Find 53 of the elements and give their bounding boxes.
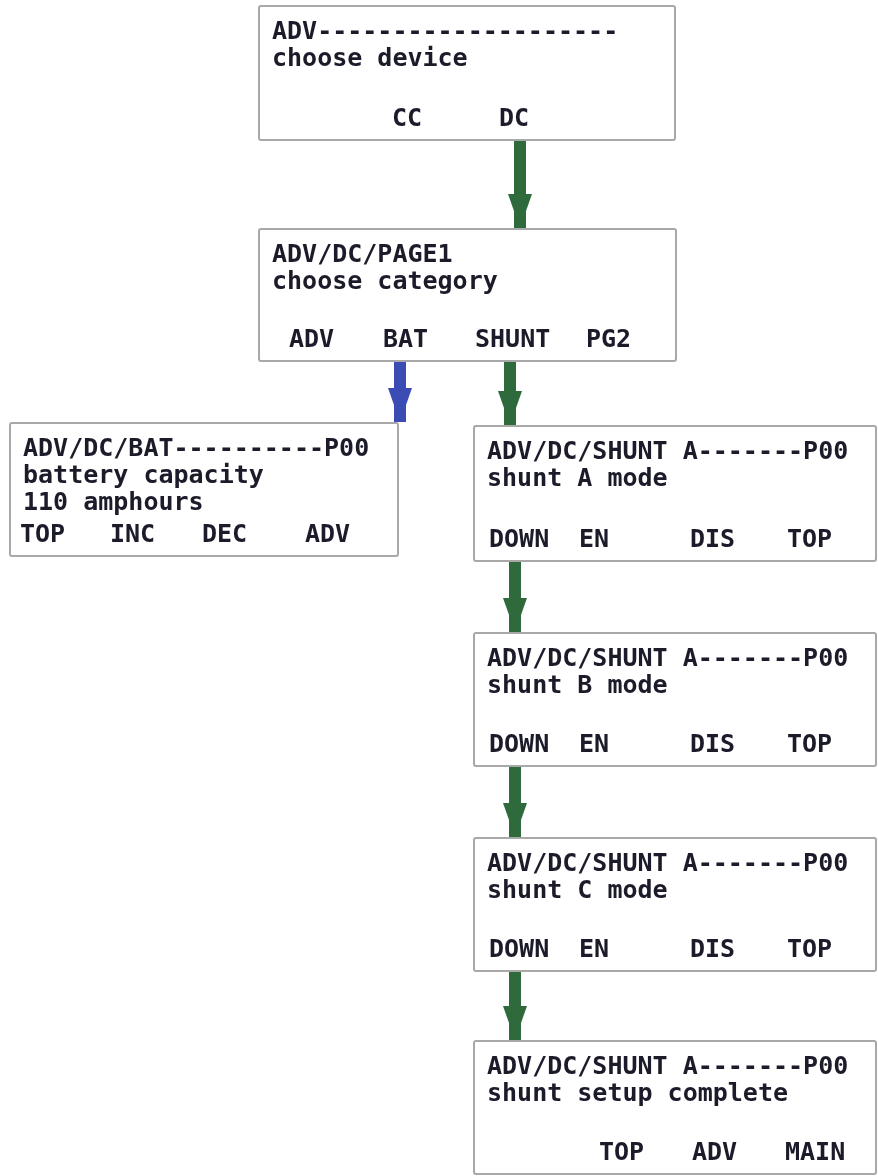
softkey-label: EN [579, 730, 610, 757]
softkey-label: CC [392, 104, 423, 131]
menu-path: ADV/DC/SHUNT A-------P00 [487, 644, 849, 671]
screen-text: shunt C mode [487, 876, 668, 903]
arrow [503, 972, 527, 1040]
softkey-label: INC [110, 520, 156, 547]
screen-text: shunt setup complete [487, 1079, 789, 1106]
lcd-screen-box [258, 228, 677, 362]
lcd-screen-box [473, 1040, 877, 1175]
softkey-label: DOWN [489, 935, 550, 962]
softkey-label: TOP [599, 1138, 645, 1165]
screen-text: shunt A mode [487, 464, 668, 491]
softkey-label: BAT [383, 325, 429, 352]
arrow [503, 767, 527, 837]
menu-path: ADV-------------------- [272, 17, 619, 44]
lcd-screen-box [258, 5, 676, 141]
lcd-screen-box [9, 422, 399, 557]
menu-path: ADV/DC/BAT----------P00 [23, 434, 370, 461]
softkey-label: DC [499, 104, 530, 131]
lcd-screen-box [473, 425, 877, 562]
screen-text: choose category [272, 267, 498, 294]
lcd-screen-box [473, 837, 877, 972]
softkey-label: SHUNT [475, 325, 551, 352]
softkey-label: TOP [20, 520, 66, 547]
softkey-label: ADV [305, 520, 351, 547]
softkey-label: DIS [690, 525, 736, 552]
screen-text: choose device [272, 44, 468, 71]
softkey-label: PG2 [586, 325, 632, 352]
softkey-label: DIS [690, 935, 736, 962]
screen-text: shunt B mode [487, 671, 668, 698]
softkey-label: DIS [690, 730, 736, 757]
softkey-label: TOP [787, 525, 833, 552]
softkey-label: TOP [787, 730, 833, 757]
menu-path: ADV/DC/PAGE1 [272, 240, 453, 267]
softkey-label: EN [579, 935, 610, 962]
softkey-label: DOWN [489, 730, 550, 757]
softkey-label: DOWN [489, 525, 550, 552]
softkey-label: ADV [692, 1138, 738, 1165]
softkey-label: EN [579, 525, 610, 552]
arrow [508, 141, 532, 228]
screen-text: battery capacity [23, 461, 264, 488]
arrow [503, 562, 527, 632]
softkey-label: MAIN [785, 1138, 846, 1165]
softkey-label: ADV [289, 325, 335, 352]
screen-text: 110 amphours [23, 488, 204, 515]
menu-path: ADV/DC/SHUNT A-------P00 [487, 849, 849, 876]
arrow [498, 362, 522, 425]
lcd-screen-box [473, 632, 877, 767]
softkey-label: DEC [202, 520, 248, 547]
menu-path: ADV/DC/SHUNT A-------P00 [487, 437, 849, 464]
softkey-label: TOP [787, 935, 833, 962]
arrow [388, 362, 412, 422]
menu-path: ADV/DC/SHUNT A-------P00 [487, 1052, 849, 1079]
